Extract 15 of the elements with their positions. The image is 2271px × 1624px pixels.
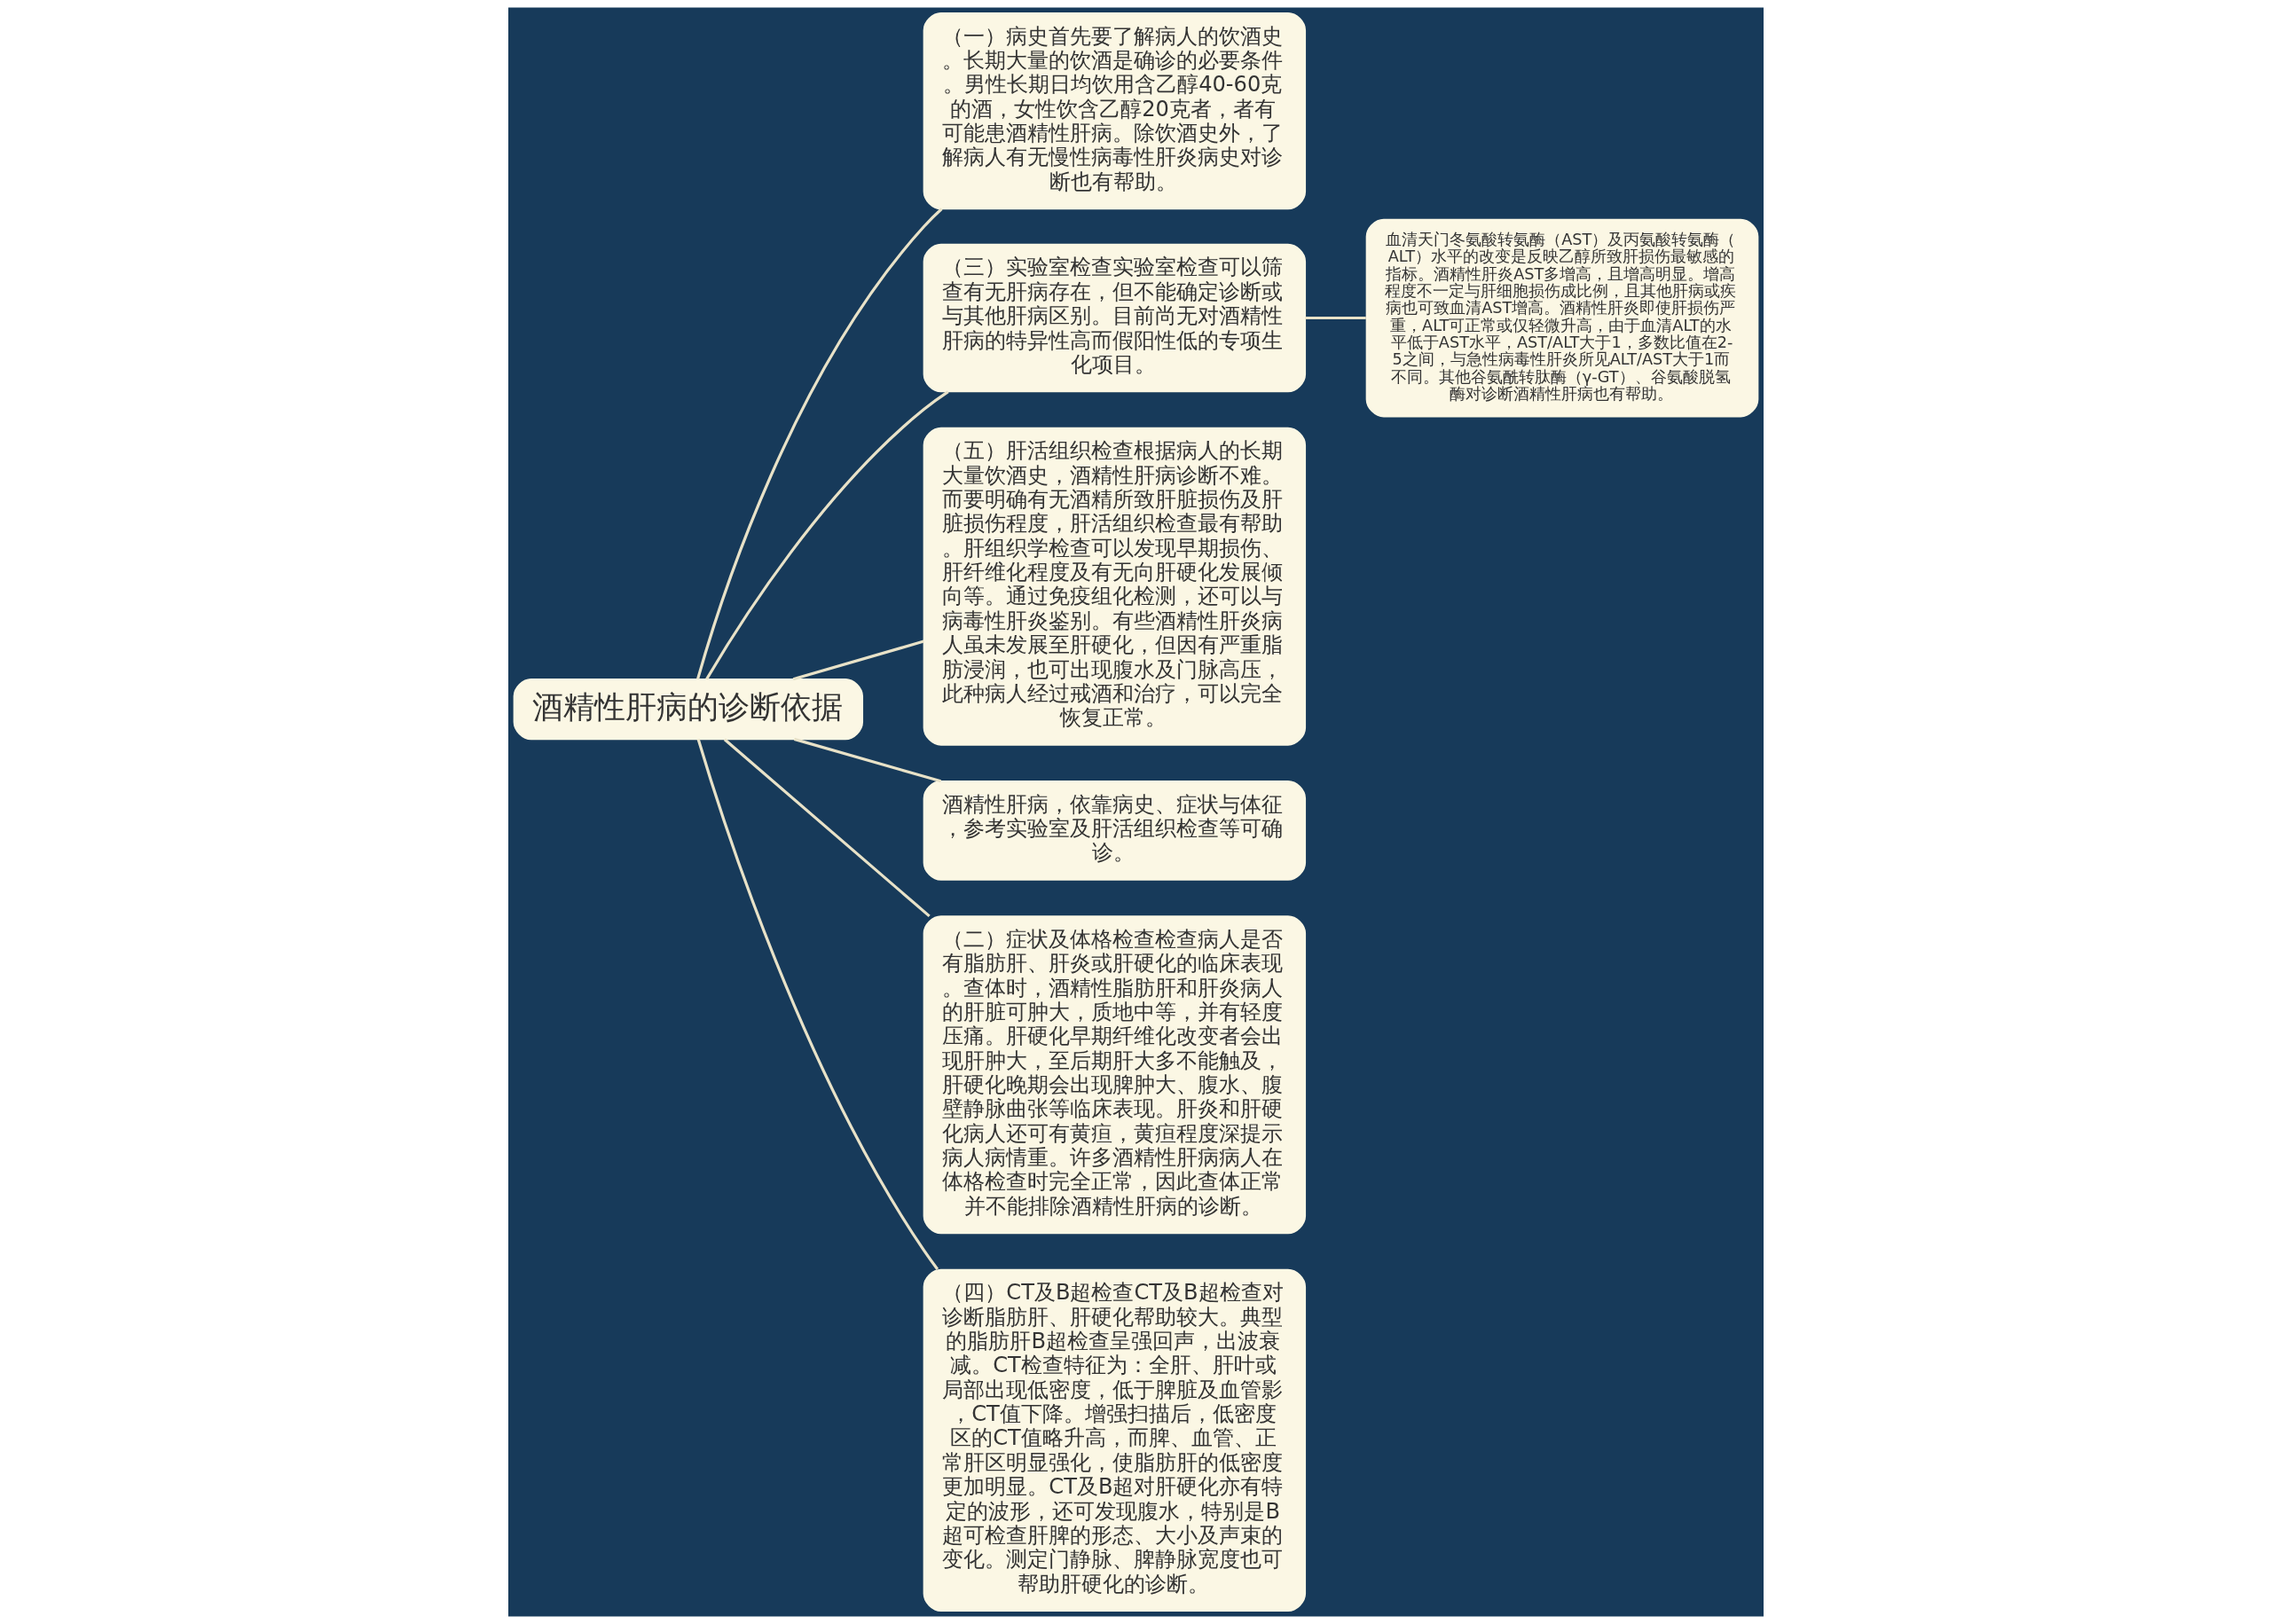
connector	[792, 639, 924, 681]
node-box: （三）实验室检查实验室检查可以筛查有无肝病存在，但不能确定诊断或与其他肝病区别。目前尚无对酒精性肝病的特异性高而假阳性低的专项生化项目。	[923, 243, 1306, 393]
connector	[696, 739, 939, 1271]
node-box: （五）肝活组织检查根据病人的长期大量饮酒史，酒精性肝病诊断不难。而要明确有无酒精所致肝脏损伤及肝脏损伤程度，肝活组织检查最有帮助。肝组织学检查可以发现早期损伤、肝纤维化程度及有无向肝硬化发展倾向等。通过免疫组化检测，还可以与病毒性肝炎鉴别。有些酒精性肝炎病人虽未发展至肝硬化，但因有严重脂肪浸润，也可出现腹水及门脉高压，此种病人经过戒酒和治疗，可以完全恢复正常。	[923, 427, 1306, 746]
node-box: （二）症状及体格检查检查病人是否有脂肪肝、肝炎或肝硬化的临床表现。查体时，酒精性脂肪肝和肝炎病人的肝脏可肿大，质地中等，并有轻度压痛。肝硬化早期纤维化改变者会出现肝肿大，至后期肝大多不能触及，肝硬化晚期会出现脾肿大、腹水、腹壁静脉曲张等临床表现。肝炎和肝硬化病人还可有黄疸，黄疸程度深提示病人病情重。许多酒精性肝病病人在体格检查时完全正常，因此查体正常并不能排除酒精性肝病的诊断。	[923, 915, 1306, 1235]
connector	[1304, 316, 1366, 320]
node-box: 酒精性肝病，依靠病史、症状与体征，参考实验室及肝活组织检查等可确诊。	[923, 781, 1306, 881]
connector	[704, 390, 949, 680]
connector	[695, 208, 943, 680]
connector	[793, 737, 941, 783]
node-box: 酒精性肝病的诊断依据	[513, 679, 863, 741]
node-box: 血清天门冬氨酸转氨酶（AST）及丙氨酸转氨酶（ALT）水平的改变是反映乙醇所致肝损伤最敏感的指标。酒精性肝炎AST多增高，且增高明显。增高程度不一定与肝细胞损伤成比例，且其他肝病或疾病也可致血清AST增高。酒精性肝炎即使肝损伤严重，ALT可正常或仅轻微升高，由于血清ALT的水平低于AST水平，AST/ALT大于1，多数比值在2-5之间，与急性病毒性肝炎所见ALT/AST大于1而不同。其他谷氨酰转肽酶（γ-GT）、谷氨酸脱氢酶对诊断酒精性肝病也有帮助。	[1365, 218, 1758, 418]
connector	[723, 738, 931, 918]
node-box: （四）CT及B超检查CT及B超检查对诊断脂肪肝、肝硬化帮助较大。典型的脂肪肝B超检查呈强回声，出波衰减。CT检查特征为：全肝、肝叶或局部出现低密度，低于脾脏及血管影，CT值下降。增强扫描后，低密度区的CT值略升高，而脾、血管、正常肝区明显强化，使脂肪肝的低密度更加明显。CT及B超对肝硬化亦有特定的波形，还可发现腹水，特别是B超可检查肝脾的形态、大小及声束的变化。测定门静脉、脾静脉宽度也可帮助肝硬化的诊断。	[923, 1268, 1306, 1612]
node-box: （一）病史首先要了解病人的饮酒史。长期大量的饮酒是确诊的必要条件。男性长期日均饮用含乙醇40-60克的酒，女性饮含乙醇20克者，者有可能患酒精性肝病。除饮酒史外，了解病人有无慢性病毒性肝炎病史对诊断也有帮助。	[923, 12, 1306, 210]
